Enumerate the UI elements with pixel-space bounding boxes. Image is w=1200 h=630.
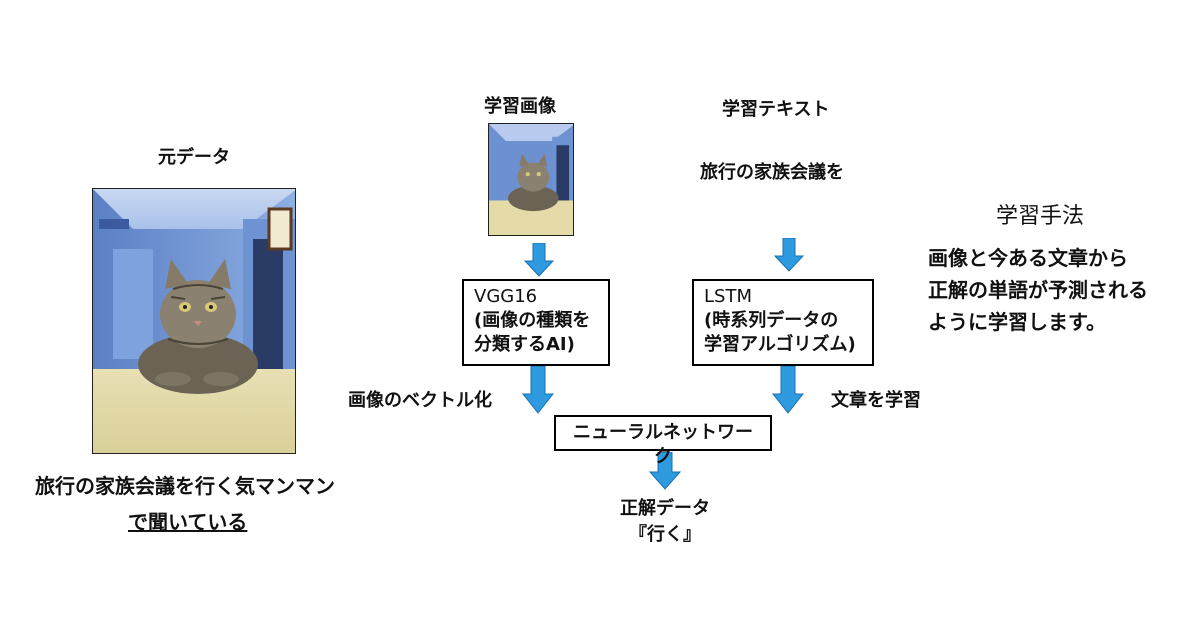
lstm-title: LSTM bbox=[704, 286, 752, 307]
vgg16-desc-line-2: 分類するAI) bbox=[474, 334, 575, 355]
down-arrow-icon bbox=[522, 366, 554, 414]
cat-photo-icon bbox=[488, 123, 574, 236]
vgg16-box: VGG16 (画像の種類を 分類するAI) bbox=[462, 279, 610, 366]
neural-network-box: ニューラルネットワーク bbox=[554, 415, 772, 467]
answer-label: 正解データ bbox=[620, 498, 710, 519]
method-line-1: 画像と今ある文章から bbox=[928, 246, 1128, 270]
learn-text-label: 文章を学習 bbox=[831, 390, 921, 411]
method-line-2: 正解の単語が予測される bbox=[928, 278, 1148, 302]
down-arrow-icon bbox=[524, 243, 554, 277]
method-line-3: ように学習します。 bbox=[928, 310, 1106, 334]
down-arrow-icon bbox=[772, 366, 804, 414]
source-data-label: 元データ bbox=[158, 147, 230, 168]
train-image-label: 学習画像 bbox=[484, 96, 556, 117]
down-arrow-icon bbox=[774, 238, 804, 272]
down-arrow-icon bbox=[649, 452, 681, 490]
caption-line-1: 旅行の家族会議を行く気マンマン bbox=[35, 474, 335, 498]
vgg16-title: VGG16 bbox=[474, 286, 538, 307]
vgg16-desc-line-1: (画像の種類を bbox=[474, 310, 591, 331]
lstm-desc-line-2: 学習アルゴリズム) bbox=[704, 334, 856, 355]
method-title: 学習手法 bbox=[996, 204, 1085, 229]
cat-photo-icon bbox=[92, 188, 296, 454]
lstm-desc-line-1: (時系列データの bbox=[704, 310, 839, 331]
vectorization-label: 画像のベクトル化 bbox=[348, 390, 492, 411]
train-text: 旅行の家族会議を bbox=[700, 162, 844, 183]
caption-line-2: で聞いている bbox=[128, 510, 248, 534]
train-text-label: 学習テキスト bbox=[722, 99, 830, 120]
lstm-box: LSTM (時系列データの 学習アルゴリズム) bbox=[692, 279, 874, 366]
answer-word: 『行く』 bbox=[629, 524, 701, 545]
